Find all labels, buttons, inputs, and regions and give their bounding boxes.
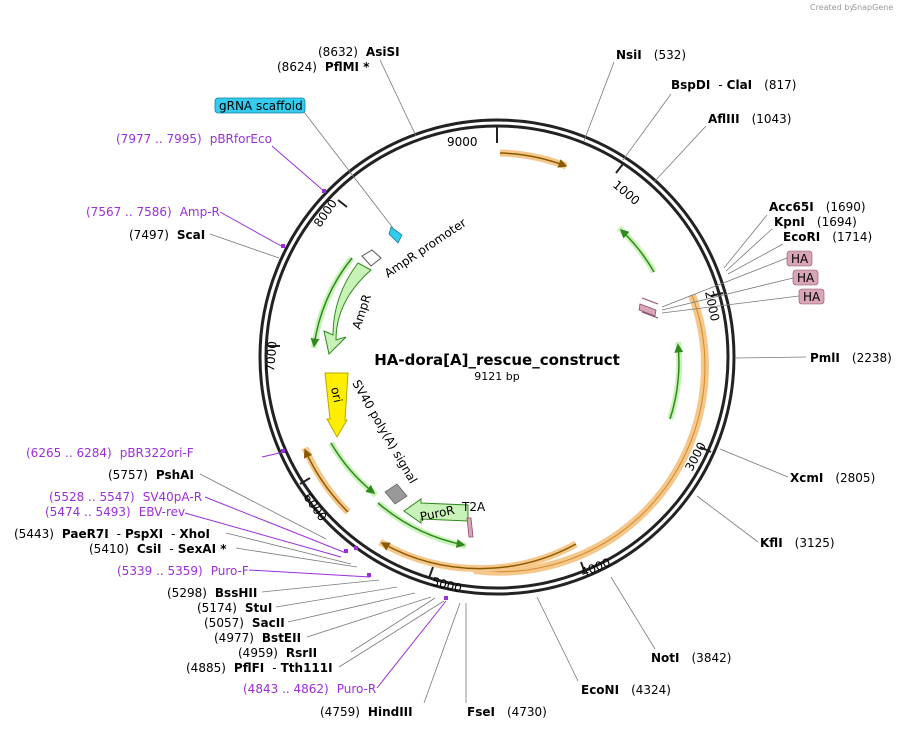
primer-markers	[281, 189, 448, 600]
orf-arrow	[380, 542, 577, 570]
primer-label-puro-r[interactable]: (4843 .. 4862)Puro-R	[243, 682, 376, 696]
ring-ticks	[268, 126, 724, 579]
ha-box	[798, 288, 825, 305]
enzyme-label-noti[interactable]: NotI(3842)	[651, 651, 731, 665]
primer-label-pbrforeco[interactable]: (7977 .. 7995)pBRforEco	[116, 132, 272, 146]
plasmid-name: HA-dora[A]_rescue_construct	[374, 351, 620, 369]
tick-label: 5000	[430, 574, 463, 595]
feature-arc	[616, 225, 657, 274]
enzyme-label-bsteii[interactable]: (4977)BstEII	[214, 631, 301, 645]
enzyme-label-acc65i[interactable]: Acc65I(1690)	[769, 200, 866, 214]
ori-feature	[324, 372, 349, 439]
enzyme-label-csii-sexai[interactable]: (5410)CsiI-SexAI *	[89, 542, 227, 556]
ha-box	[786, 250, 813, 267]
enzyme-label-sacii[interactable]: (5057)SacII	[204, 616, 285, 630]
feature-arc	[328, 441, 378, 498]
puror-feature	[403, 498, 469, 524]
enzyme-label-kpni[interactable]: KpnI(1694)	[774, 215, 857, 229]
primer-leader-lines	[184, 145, 447, 689]
enzyme-label-stui[interactable]: (5174)StuI	[197, 601, 272, 615]
ampr-label: AmpR	[350, 292, 374, 330]
credit-text: Created by	[810, 3, 854, 12]
t2a-label: T2A	[461, 500, 486, 514]
grna-scaffold-feature	[388, 226, 403, 244]
grna-scaffold-box	[214, 97, 306, 114]
enzyme-label-econi[interactable]: EcoNI(4324)	[581, 683, 671, 697]
tick-label: 7000	[263, 341, 280, 373]
ha-label: HA	[797, 271, 815, 285]
tick-label: 1000	[610, 178, 642, 208]
enzyme-label-asisi[interactable]: (8632)AsiSI	[318, 45, 400, 59]
enzyme-label-fsei[interactable]: FseI(4730)	[467, 705, 547, 719]
ha-label: HA	[803, 290, 821, 304]
ampr-promoter-feature	[361, 249, 382, 267]
orf-arc	[473, 293, 709, 576]
enzyme-label-rsrii[interactable]: (4959)RsrII	[238, 646, 317, 660]
feature-arrow	[669, 343, 684, 420]
feature-arrow	[310, 257, 353, 348]
plasmid-length: 9121 bp	[474, 370, 519, 383]
feature-arrow	[619, 228, 655, 273]
orf-arrow	[499, 152, 568, 168]
enzyme-label-nsii[interactable]: NsiI(532)	[616, 48, 686, 62]
enzyme-label-kfli[interactable]: KflI(3125)	[760, 536, 835, 550]
enzyme-label-pflmi[interactable]: (8624)PflMI *	[277, 60, 370, 74]
sv40-label: SV40 poly(A) signal	[349, 378, 420, 486]
enzyme-label-afliii[interactable]: AflIII(1043)	[708, 112, 791, 126]
enzyme-label-xcmi[interactable]: XcmI(2805)	[790, 471, 875, 485]
orf-arc	[499, 149, 568, 170]
enzyme-label-bsshii[interactable]: (5298)BssHII	[167, 586, 257, 600]
enzyme-label-bspdi-clai[interactable]: BspDI-ClaI(817)	[671, 78, 796, 92]
primer-label-ebv-rev[interactable]: (5474 .. 5493)EBV-rev	[45, 505, 185, 519]
enzyme-label-scai[interactable]: (7497)ScaI	[129, 228, 205, 242]
enzyme-leader-lines	[199, 59, 807, 704]
ha-label: HA	[791, 252, 809, 266]
ori-label: ori	[328, 386, 345, 404]
orf-arrow	[303, 448, 349, 513]
feature-arrow	[330, 442, 376, 494]
enzyme-label-ecori[interactable]: EcoRI(1714)	[783, 230, 872, 244]
orf-arc-outline	[473, 294, 706, 573]
snapgene-logo: SnapGene	[852, 3, 893, 12]
sv40-feature	[384, 483, 408, 505]
backbone-outer-ring	[258, 118, 736, 596]
ha-feature-group	[638, 297, 659, 319]
feature-arrow	[377, 502, 466, 548]
enzyme-label-pshai[interactable]: (5757)PshAI	[108, 468, 194, 482]
enzyme-label-pflfi-tth111i[interactable]: (4885)PflFI-Tth111I	[186, 661, 333, 675]
primer-label-sv40pa-r[interactable]: (5528 .. 5547)SV40pA-R	[49, 490, 202, 504]
tick-label: 4000	[579, 555, 613, 579]
primer-label-puro-f[interactable]: (5339 .. 5359)Puro-F	[117, 564, 249, 578]
enzyme-label-paer7i-pspxi-xhoi[interactable]: (5443)PaeR7I-PspXI-XhoI	[14, 527, 210, 541]
ampr-promoter-label: AmpR promoter	[382, 216, 469, 281]
tick-label: 9000	[447, 135, 478, 149]
enzyme-label-hindiii[interactable]: (4759)HindIII	[320, 705, 413, 719]
grna-scaffold-label: gRNA scaffold	[219, 99, 303, 113]
t2a-feature	[466, 517, 474, 538]
tick-label: 2000	[702, 290, 722, 323]
ampr-feature	[323, 262, 372, 356]
enzyme-label-pmli[interactable]: PmlI(2238)	[810, 351, 892, 365]
primer-label-amp-r[interactable]: (7567 .. 7586)Amp-R	[86, 205, 220, 219]
ha-box	[792, 269, 819, 286]
primer-label-pbr322ori-f[interactable]: (6265 .. 6284)pBR322ori-F	[26, 446, 194, 460]
